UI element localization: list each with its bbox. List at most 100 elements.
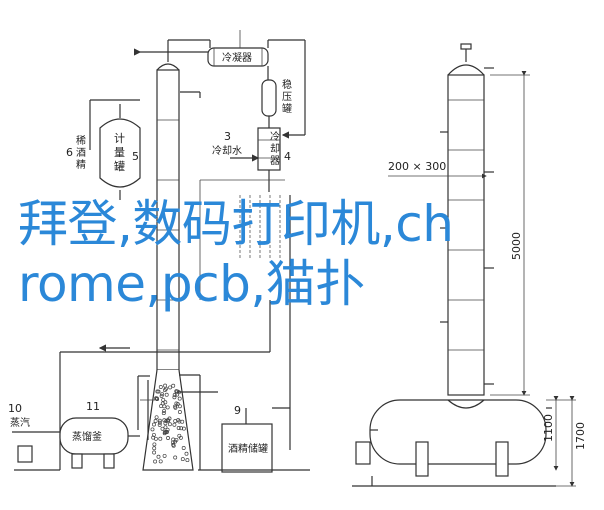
distill-tank-number: 11 [86,400,100,413]
packing-dot [164,419,169,424]
packing-dot [153,419,158,423]
packing-dot [171,440,175,445]
packing-dot [162,408,167,413]
packing-dot [161,397,166,402]
base-dimension-total: 1700 [574,422,587,450]
packing-dot [151,432,156,437]
stabilizer-label-3: 罐 [282,102,292,115]
packing-dot [153,459,158,464]
alcohol-tank-number: 9 [234,404,241,417]
packing-dot [177,396,182,401]
packing-dot [172,395,177,400]
packing-dot [173,439,178,444]
condenser-label: 冷凝器 [222,51,252,64]
alcohol-tank: 酒精储罐 9 [221,404,273,473]
packing-dot [156,389,161,394]
cooler-label-3: 器 [270,155,280,167]
packing-dot [159,393,164,398]
packing-dot [153,436,158,441]
stabilizer-tank: 稳 压 罐 [261,78,292,128]
packing-dot [165,405,170,410]
packing-dot [160,426,165,431]
packing-dot [181,446,186,450]
packing-dot [177,433,182,438]
packing-dot [158,459,163,464]
packing-dot [173,455,178,460]
packing-dot [157,420,162,425]
packing-dot [161,411,166,416]
packing-dot [179,426,184,431]
packing-dot [171,442,176,447]
packing-dot [162,418,167,423]
packing-dot [185,458,190,463]
packing-dot [171,383,176,388]
packing-dot [154,396,159,401]
distillation-column [142,52,194,471]
cooler-label-1: 冷 [270,130,280,143]
packing-dot [152,422,156,427]
distill-tank-label: 蒸馏釜 [72,430,102,443]
metering-label-2: 量 [114,146,125,159]
diameter-dimension: 200 × 300 [388,160,446,173]
condenser: 冷凝器 [207,47,269,67]
steam-label: 蒸汽 [10,416,30,429]
packing-dot [162,453,167,458]
column-packing [150,383,190,464]
packing-dot [175,392,180,397]
packing-dot [180,457,185,462]
packing-dot [166,436,170,440]
packing-dot [163,425,168,430]
packing-dot [180,419,185,424]
packing-dot [173,419,178,424]
packing-dot [163,383,168,388]
packing-dot [157,422,162,427]
packing-dot [150,427,155,432]
metering-label-3: 罐 [114,160,125,173]
packing-dot [167,422,172,427]
column-drawing [440,43,494,396]
steam-number: 10 [8,402,22,415]
cooler-label-2: 却 [270,143,280,155]
packing-dot [177,410,182,414]
distill-tank: 蒸馏釜 11 [59,400,129,469]
dilute-alcohol-label-2: 酒 [76,147,86,159]
packing-dot [181,426,186,431]
packing-dot [156,454,161,459]
packing-dot [152,442,157,447]
packing-dot [152,446,157,451]
packing-dot [154,415,159,420]
base-dimension: 1100 [542,414,555,442]
packing-dot [173,404,177,409]
dilute-alcohol-number: 6 [66,146,73,159]
packing-dot [184,451,189,456]
alcohol-tank-label: 酒精储罐 [228,442,268,455]
metering-label-1: 计 [114,132,125,145]
packing-dot [172,422,177,427]
base-tank-drawing [352,399,556,487]
packing-dot [152,450,157,455]
packing-dot [165,430,169,434]
dimension-lines: 200 × 300 5000 1100 1700 [388,71,587,487]
packing-dot [158,385,163,389]
stabilizer-label-2: 压 [282,91,292,103]
cooling-water-number: 3 [224,130,231,143]
packing-dot [157,418,162,423]
cooling-water-label: 冷却水 [212,144,242,157]
packing-dot [162,388,167,393]
packing-dot [168,385,173,390]
packing-dot [177,404,182,409]
cooler-number: 4 [284,150,291,163]
packing-dot [164,392,169,397]
metering-tank: 计 量 罐 5 [99,104,141,188]
packing-dot [172,393,177,397]
metering-number: 5 [132,150,139,163]
dilute-alcohol-label-3: 精 [76,158,86,171]
packing-dot [176,426,181,430]
stabilizer-label-1: 稳 [282,78,292,91]
height-dimension: 5000 [510,232,523,260]
dilute-alcohol-label-1: 稀 [76,134,86,147]
packing-dot [160,392,165,397]
packing-dot [158,436,163,441]
